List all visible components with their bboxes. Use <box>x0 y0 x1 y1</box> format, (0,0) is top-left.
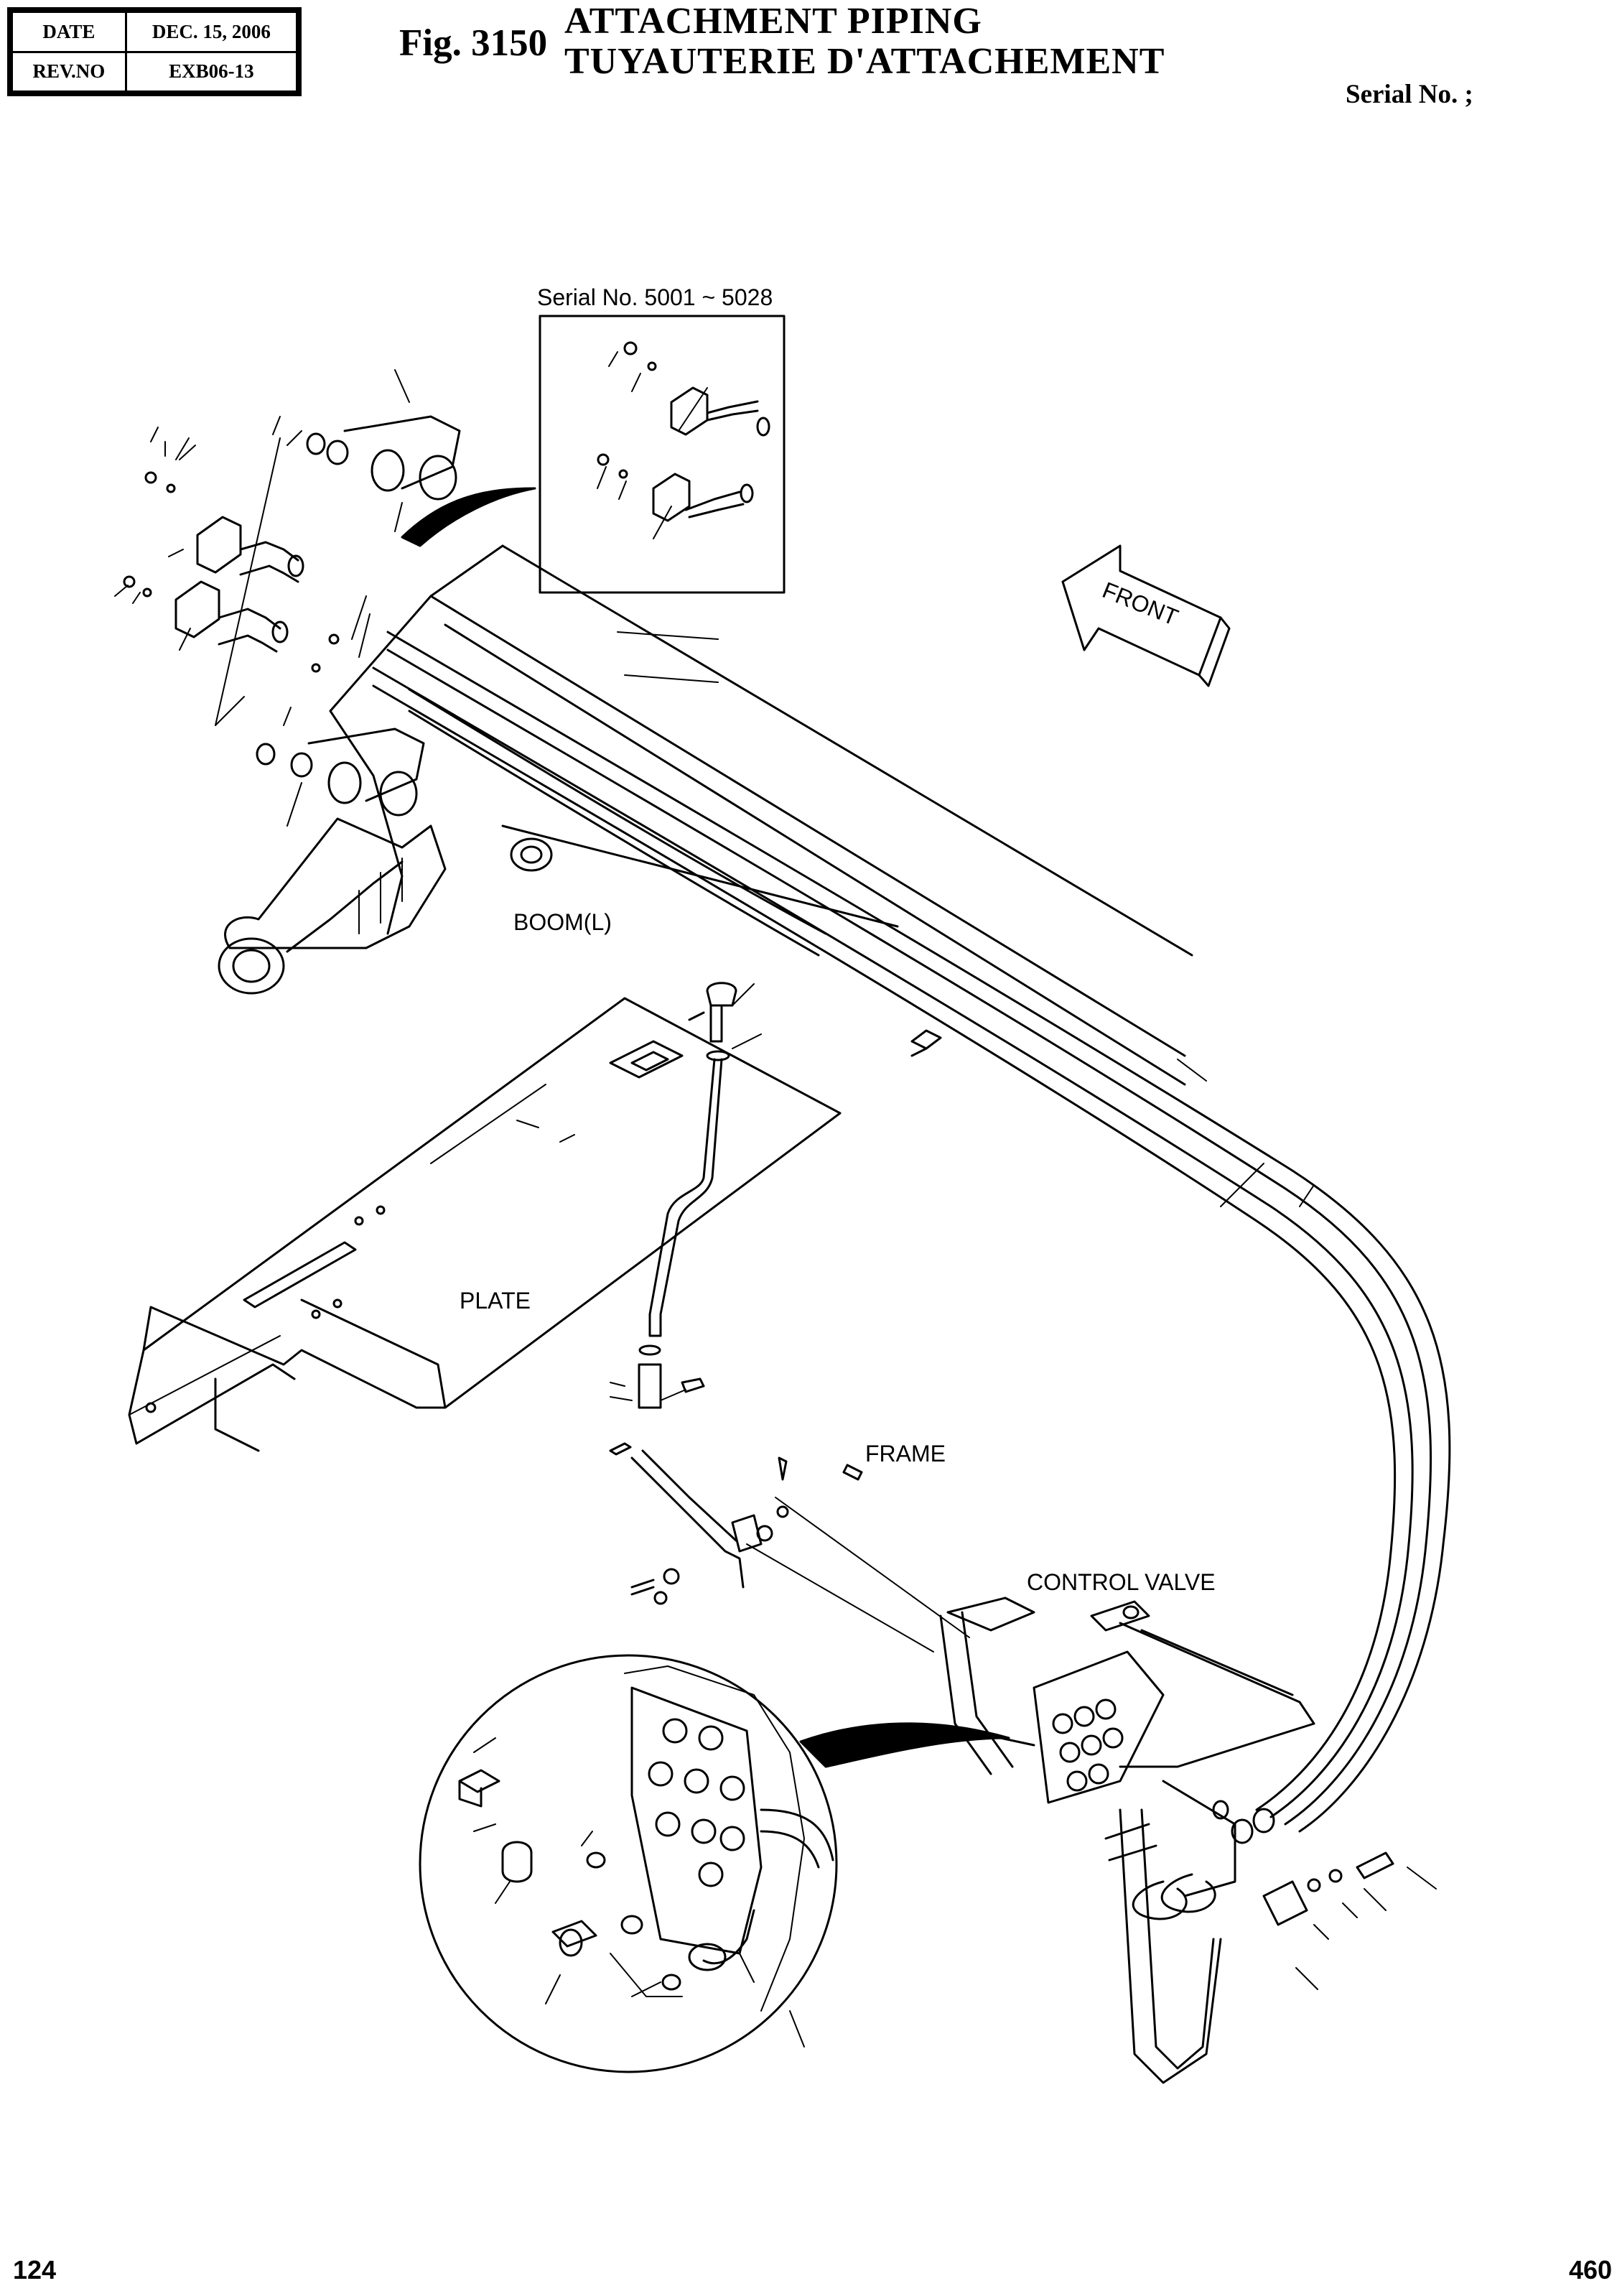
detail-fitting-top <box>458 1769 500 1793</box>
inset-bolt <box>623 341 638 355</box>
boom-flange-lower <box>174 580 220 638</box>
plate: PLATE <box>128 997 842 1452</box>
rev-label: REV.NO <box>11 50 127 93</box>
title-english: ATTACHMENT PIPING <box>564 1 982 42</box>
inset-frame <box>539 315 786 594</box>
detail-boundary <box>419 1654 838 2073</box>
main-hoses <box>372 631 1451 1833</box>
lever-assembly: FRAME <box>609 982 970 1653</box>
revision-table: DATE DEC. 15, 2006 REV.NO EXB06-13 <box>7 7 302 96</box>
control-valve: CONTROL VALVE <box>939 1569 1437 2084</box>
title-french: TUYAUTERIE D'ATTACHEMENT <box>564 41 1165 82</box>
plate-label: PLATE <box>460 1288 531 1314</box>
front-arrow: FRONT <box>1061 544 1231 687</box>
front-label: FRONT <box>1099 577 1182 631</box>
serial-inset: Serial No. 5001 ~ 5028 <box>537 284 786 594</box>
detail-circle <box>419 1654 838 2073</box>
serial-label: Serial No. ; <box>1346 80 1473 109</box>
inset-washer <box>647 361 657 371</box>
rev-value: EXB06-13 <box>124 50 299 93</box>
boom-fittings <box>114 369 461 827</box>
date-label: DATE <box>11 11 127 53</box>
boom-label: BOOM(L) <box>513 909 612 935</box>
boom-flange-upper <box>196 516 242 574</box>
control-valve-label: CONTROL VALVE <box>1027 1569 1216 1595</box>
boom-left: BOOM(L) <box>218 544 1193 1086</box>
figure-number: Fig. 3150 <box>399 22 548 64</box>
callout-arrow-upper <box>401 487 536 547</box>
frame-label: FRAME <box>865 1441 946 1467</box>
page-number-right: 460 <box>1569 2255 1613 2285</box>
inset-flange-lower <box>652 473 691 522</box>
inset-serial-label: Serial No. 5001 ~ 5028 <box>537 284 773 310</box>
date-value: DEC. 15, 2006 <box>124 11 299 53</box>
knob <box>706 982 737 1007</box>
callout-arrow-lower <box>799 1722 1010 1768</box>
page-number-left: 124 <box>13 2255 57 2285</box>
